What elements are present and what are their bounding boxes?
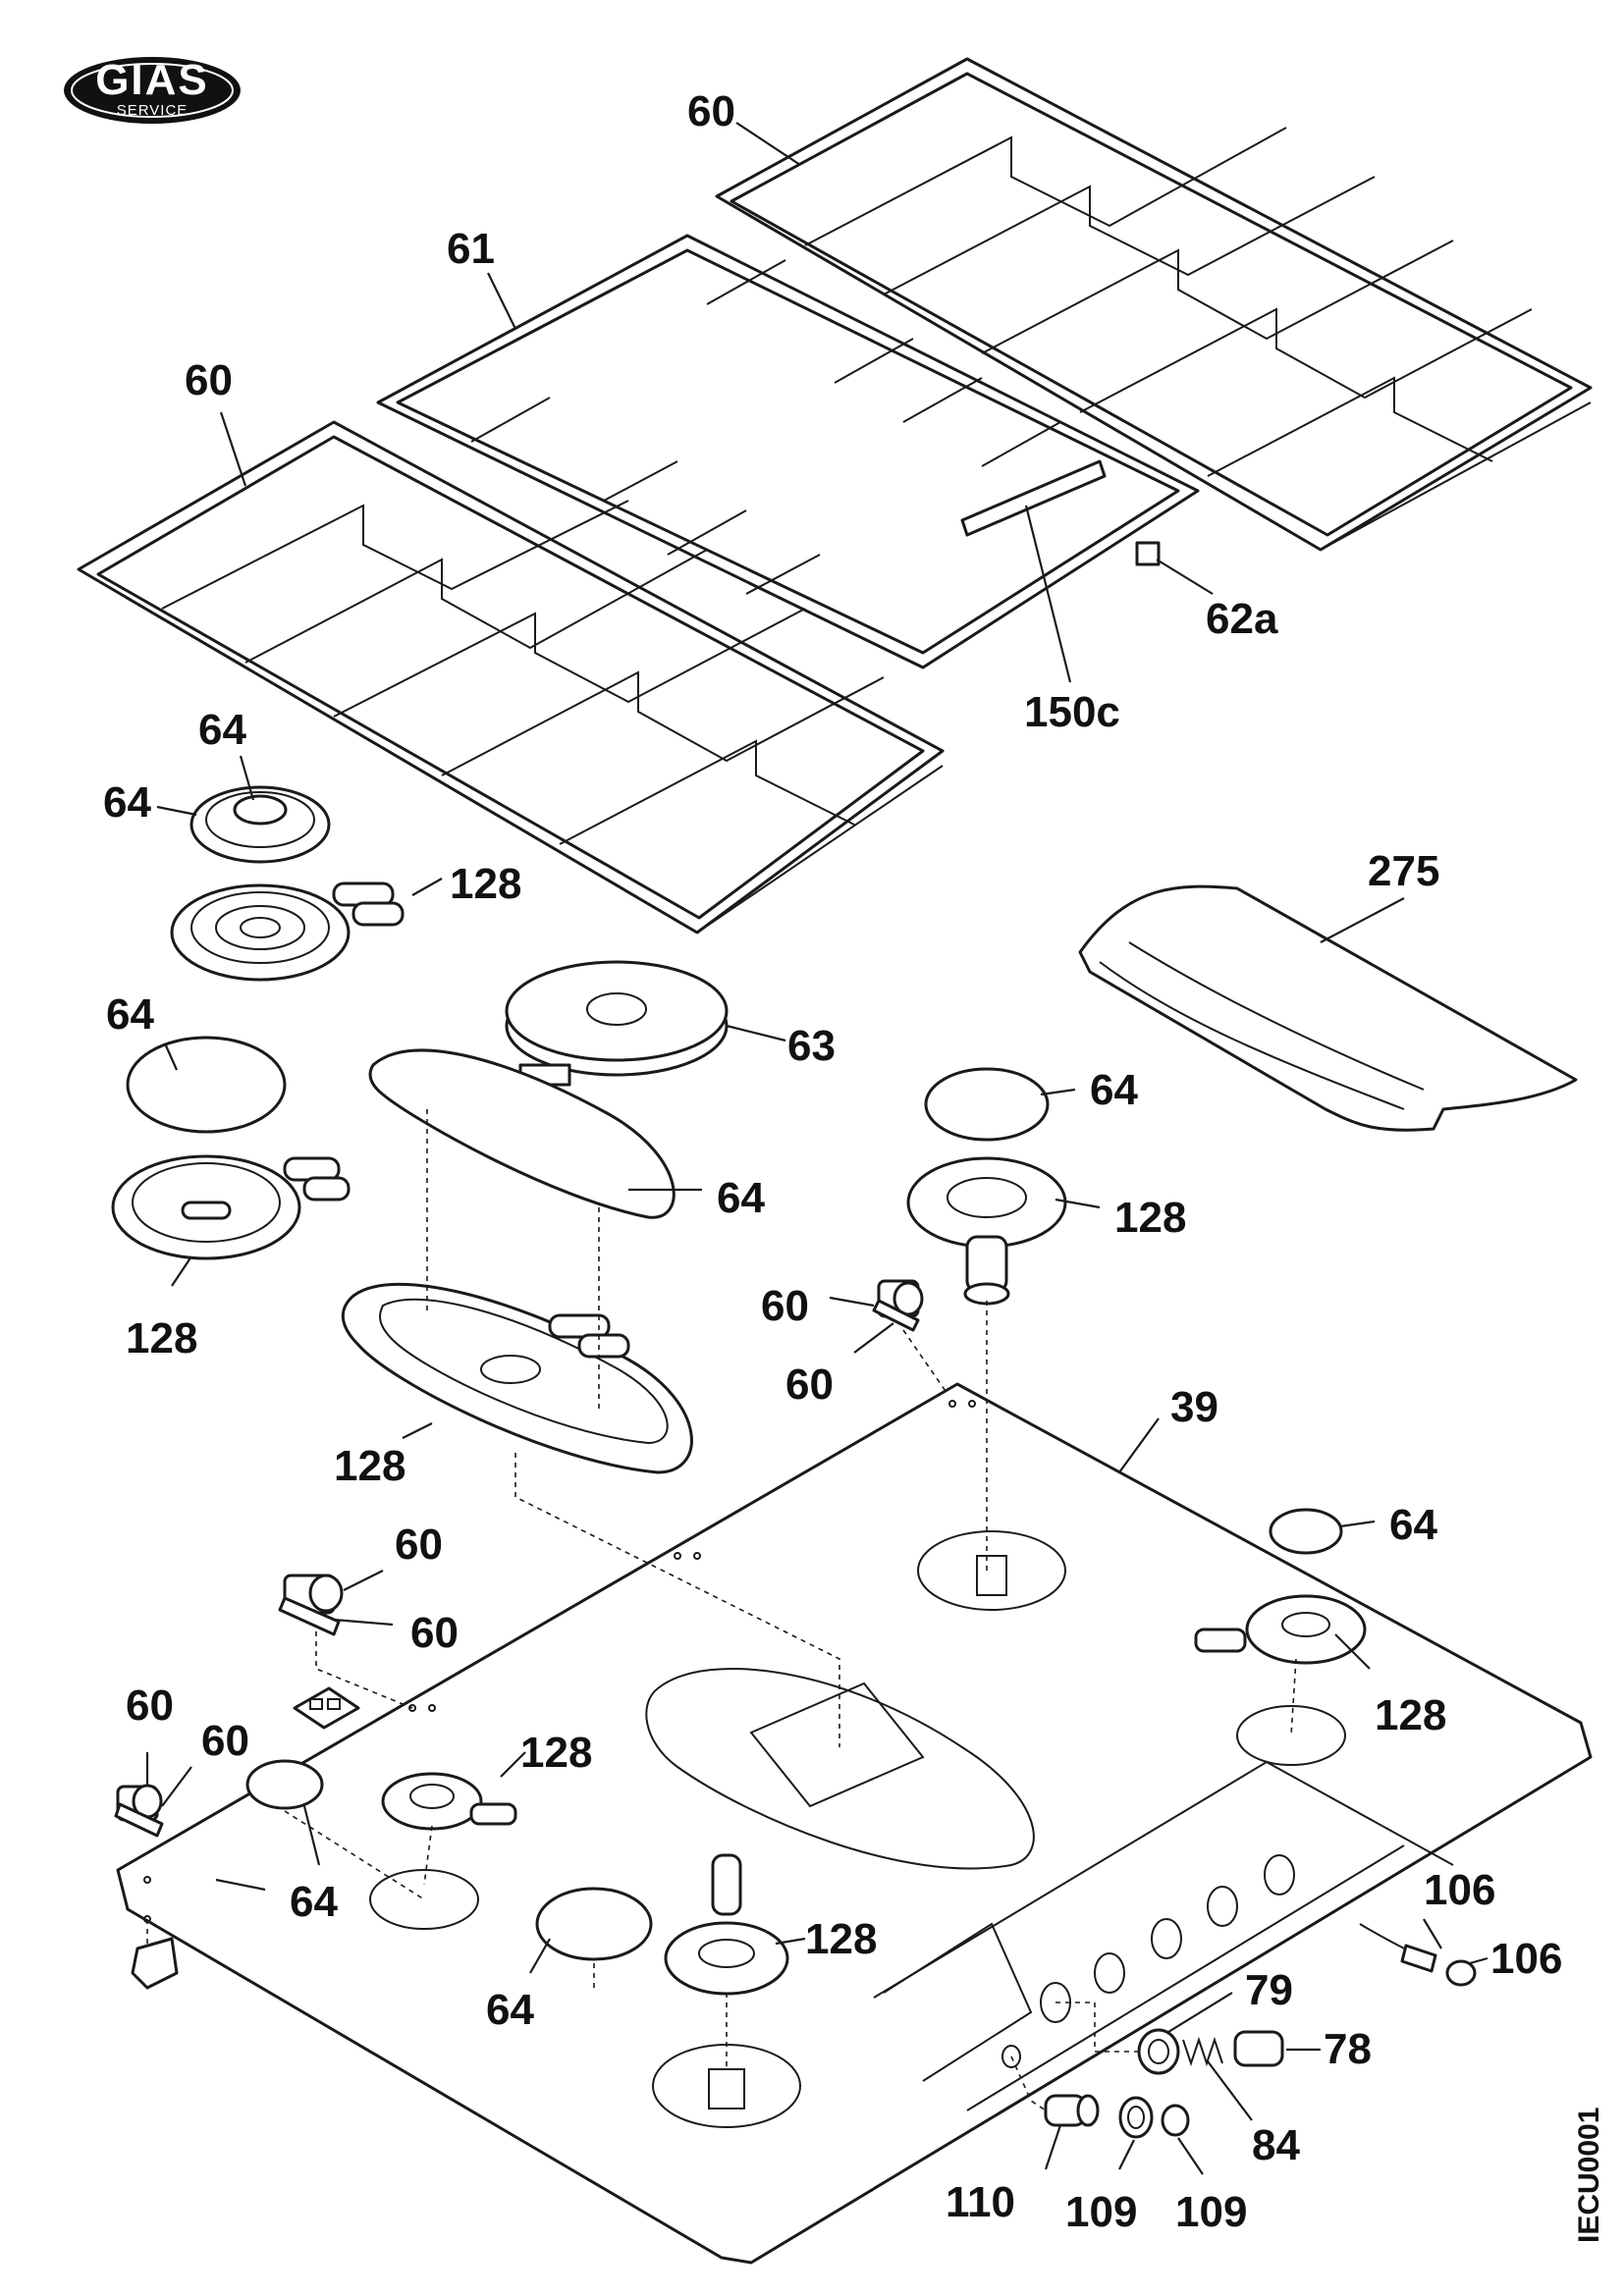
burner-cap-lower-left <box>245 1759 324 1810</box>
knob-110 <box>1044 2094 1100 2127</box>
knob-78 <box>1233 2030 1284 2067</box>
callout-78: 78 <box>1324 2025 1372 2073</box>
burner-right <box>1194 1594 1367 1665</box>
callout-60: 60 <box>687 87 735 135</box>
callout-64: 64 <box>103 778 151 827</box>
callout-64: 64 <box>198 706 246 754</box>
pan-support-center <box>376 234 1200 669</box>
callout-64: 64 <box>486 1986 534 2034</box>
drawing-code: IECU0001 <box>1573 2108 1605 2243</box>
electric-hotplate <box>505 960 729 1087</box>
callout-60: 60 <box>395 1521 443 1569</box>
bracket-left <box>278 1574 344 1636</box>
callout-61: 61 <box>447 225 495 273</box>
callout-64: 64 <box>290 1878 338 1926</box>
oval-burner-cap <box>368 1048 676 1219</box>
burner-cap-left-mid <box>126 1036 287 1134</box>
callout-109: 109 <box>1065 2188 1137 2236</box>
callout-128: 128 <box>1114 1194 1186 1242</box>
pan-support-left <box>77 420 945 934</box>
oval-burner-base <box>341 1282 693 1474</box>
callout-64: 64 <box>717 1174 765 1222</box>
sealing-strip <box>1078 884 1578 1132</box>
spring-84 <box>1182 2036 1223 2067</box>
burner-right-center <box>906 1156 1067 1306</box>
callout-60: 60 <box>785 1361 834 1409</box>
callout-60: 60 <box>201 1717 249 1765</box>
callout-106: 106 <box>1490 1935 1562 1983</box>
callout-128: 128 <box>126 1314 197 1362</box>
foot-bracket <box>131 1937 179 1990</box>
disc-109 <box>1161 2104 1190 2137</box>
callout-64: 64 <box>1389 1501 1437 1549</box>
leader-lines <box>145 122 1488 2175</box>
burner-lower-mid <box>664 1853 789 1996</box>
clip-62a <box>1135 541 1161 566</box>
callout-275: 275 <box>1368 847 1439 895</box>
callout-60: 60 <box>761 1282 809 1330</box>
callout-106: 106 <box>1424 1866 1495 1914</box>
assembly-lines <box>146 1109 1297 2111</box>
burner-cap-right <box>1269 1508 1343 1555</box>
callout-84: 84 <box>1252 2121 1300 2169</box>
callout-128: 128 <box>334 1442 406 1490</box>
brand-tagline: SERVICE <box>117 102 189 119</box>
ring-109 <box>1118 2096 1154 2139</box>
callout-64: 64 <box>1090 1066 1138 1114</box>
knob-bezel-79 <box>1137 2028 1180 2075</box>
callout-39: 39 <box>1170 1383 1218 1431</box>
callout-63: 63 <box>787 1022 836 1070</box>
burner-upper-left <box>170 881 405 982</box>
pan-support-right <box>715 57 1593 552</box>
burner-cap-right-center <box>924 1067 1050 1142</box>
callout-150c: 150c <box>1024 688 1120 736</box>
callout-128: 128 <box>805 1915 877 1963</box>
callout-60: 60 <box>410 1609 459 1657</box>
callout-62a: 62a <box>1206 595 1278 643</box>
callout-79: 79 <box>1245 1966 1293 2014</box>
hob-top-panel <box>116 1382 1593 2265</box>
callout-109: 109 <box>1175 2188 1247 2236</box>
lamp-106 <box>1359 1923 1477 1987</box>
callout-110: 110 <box>946 2178 1015 2226</box>
brand-name: GIAS <box>95 56 209 104</box>
callout-labels: 60 61 60 62a 150c 64 64 128 275 64 63 64… <box>103 87 1562 2236</box>
burner-cap-upper-left <box>189 785 331 864</box>
callout-60: 60 <box>185 356 233 404</box>
callout-64: 64 <box>106 990 154 1039</box>
callout-128: 128 <box>1375 1691 1446 1739</box>
bracket-mid <box>872 1279 924 1332</box>
bracket-corner <box>114 1784 164 1838</box>
terminal-block <box>293 1686 360 1730</box>
callout-128: 128 <box>450 860 521 908</box>
burner-left-mid <box>111 1154 351 1260</box>
callout-128: 128 <box>520 1729 592 1777</box>
burner-cap-lower-mid <box>535 1887 653 1961</box>
callout-60: 60 <box>126 1682 174 1730</box>
brand-logo: GIAS SERVICE <box>64 56 241 124</box>
